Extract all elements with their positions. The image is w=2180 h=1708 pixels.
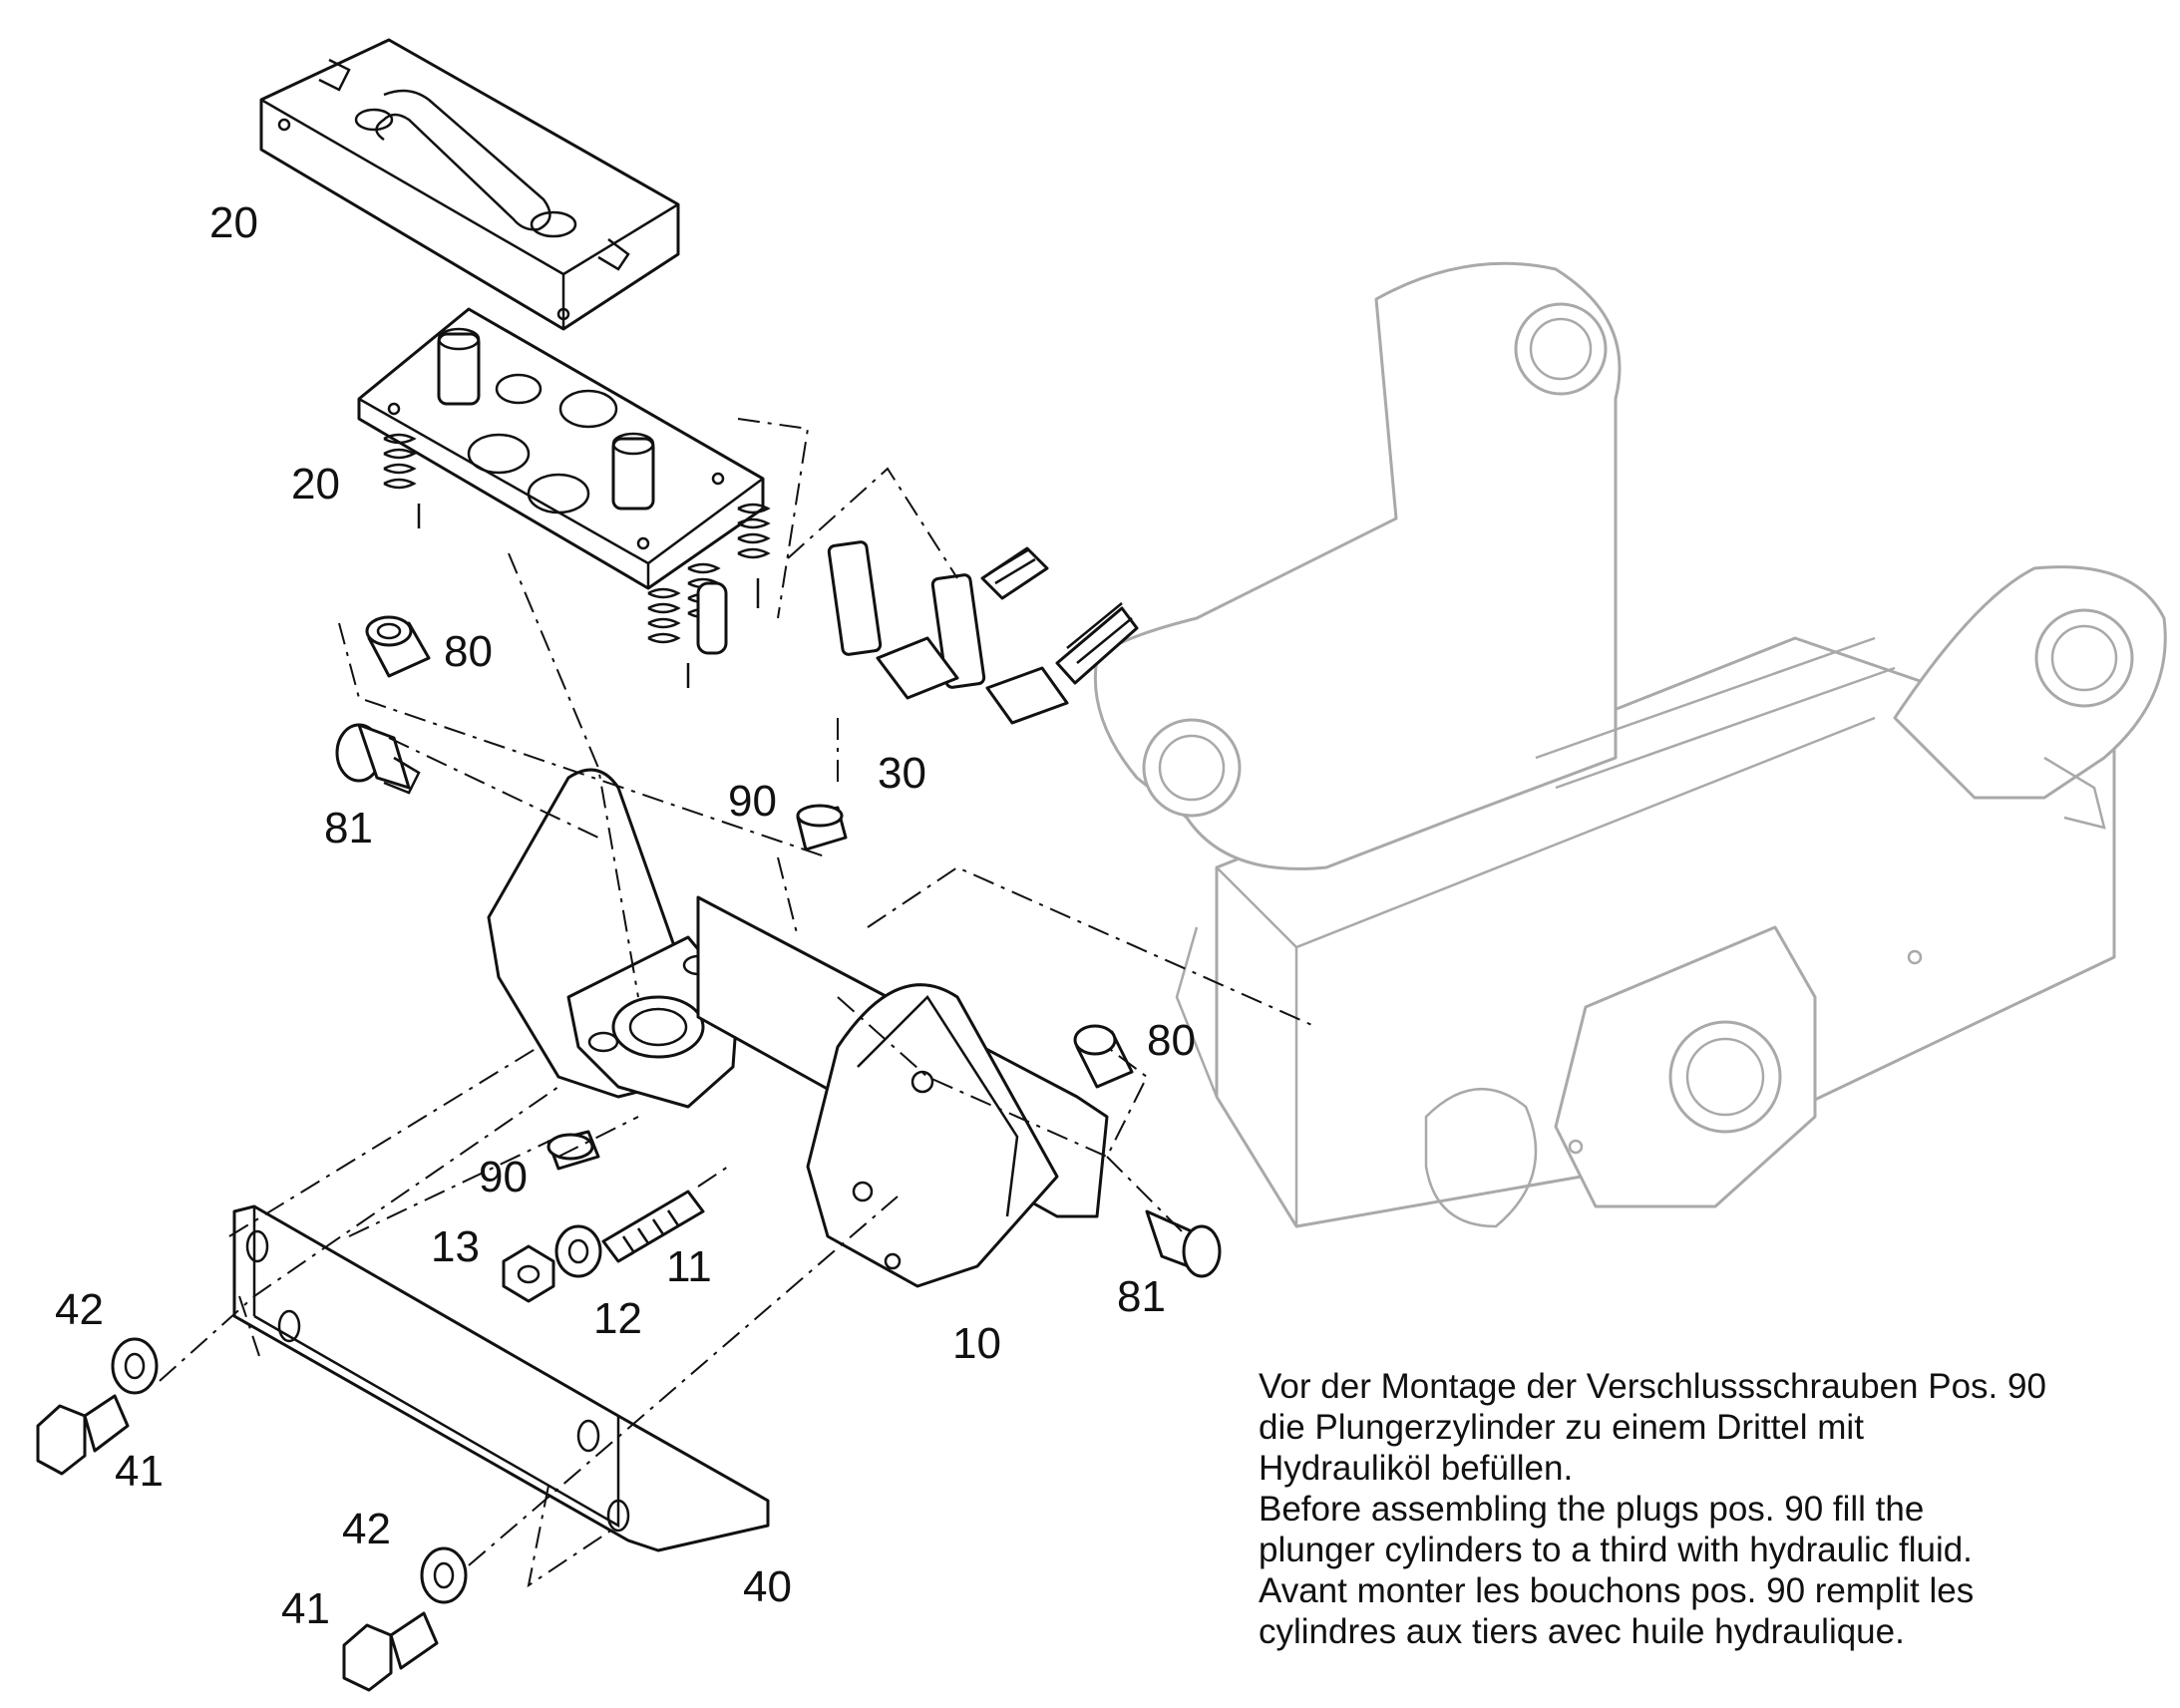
label-81-left: 81 — [324, 804, 373, 853]
part-11-stud — [601, 1190, 705, 1263]
part-number-labels: 20 20 80 81 90 30 80 90 13 11 12 81 10 4… — [55, 198, 1196, 1633]
label-90-bottom: 90 — [479, 1153, 528, 1201]
label-41-bottom: 41 — [281, 1584, 330, 1633]
part-12-washer — [554, 1224, 602, 1278]
note-line: Before assembling the plugs pos. 90 fill… — [1259, 1490, 1925, 1529]
label-20-mid: 20 — [291, 460, 340, 509]
part-20-valve-block — [357, 307, 771, 688]
part-81-screw-right — [1145, 1209, 1222, 1278]
label-30: 30 — [878, 749, 926, 798]
part-42-washer-bottom — [420, 1546, 468, 1604]
note-line: cylindres aux tiers avec huile hydrauliq… — [1259, 1612, 1905, 1651]
assembly-centre-lines — [159, 418, 1317, 1588]
label-81-right: 81 — [1117, 1272, 1166, 1321]
part-41-bolt-bottom — [342, 1611, 439, 1692]
label-80-right: 80 — [1147, 1016, 1196, 1065]
part-80-bushing-top — [365, 615, 431, 678]
part-41-bolt-top — [36, 1394, 130, 1476]
label-13: 13 — [431, 1222, 480, 1271]
note-line: die Plungerzylinder zu einem Drittel mit — [1259, 1408, 1864, 1447]
note-line: plunger cylinders to a third with hydrau… — [1259, 1531, 1973, 1569]
label-11: 11 — [666, 1242, 712, 1291]
part-20-cover-plate — [259, 38, 680, 331]
part-10-bracket — [487, 768, 1109, 1288]
note-line: Hydrauliköl befüllen. — [1259, 1449, 1574, 1488]
label-40: 40 — [743, 1562, 792, 1611]
label-42-top: 42 — [55, 1285, 104, 1334]
label-80-top: 80 — [444, 627, 493, 676]
note-line: Avant monter les bouchons pos. 90 rempli… — [1259, 1571, 1975, 1610]
assembly-note: Vor der Montage der Verschlussschrauben … — [1259, 1366, 2136, 1652]
label-20-top: 20 — [209, 198, 258, 247]
label-12: 12 — [593, 1294, 642, 1343]
label-41-top: 41 — [115, 1447, 164, 1496]
part-42-washer-top — [111, 1337, 159, 1395]
label-42-bottom: 42 — [342, 1505, 391, 1553]
part-81-screw-left — [335, 723, 421, 795]
part-90-plug-top — [796, 804, 848, 852]
coupler-frame-ghost — [1093, 261, 2167, 1228]
label-10: 10 — [952, 1319, 1001, 1368]
part-30-hydraulic-fittings — [827, 540, 1139, 725]
part-80-bushing-right — [1073, 1024, 1134, 1089]
part-13-nut — [502, 1244, 555, 1303]
label-90-top: 90 — [728, 777, 777, 826]
note-line: Vor der Montage der Verschlussschrauben … — [1259, 1367, 2046, 1406]
